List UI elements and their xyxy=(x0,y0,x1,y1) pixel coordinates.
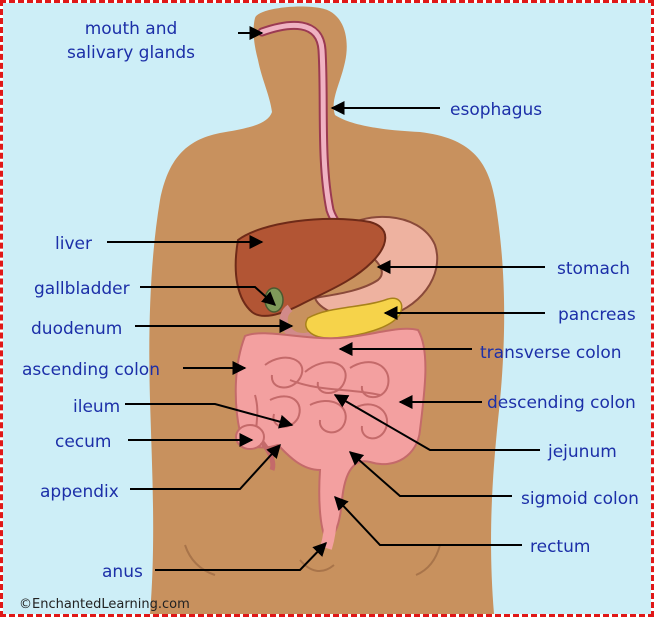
label-gallbladder: gallbladder xyxy=(34,279,130,299)
label-descending-colon: descending colon xyxy=(487,393,636,413)
label-stomach: stomach xyxy=(557,259,630,279)
label-appendix: appendix xyxy=(40,482,119,502)
label-liver: liver xyxy=(55,234,92,254)
label-rectum: rectum xyxy=(530,537,590,557)
gallbladder-organ xyxy=(265,288,283,312)
rectum-organ xyxy=(326,500,331,548)
label-esophagus: esophagus xyxy=(450,100,542,120)
label-anus: anus xyxy=(102,562,143,582)
label-ileum: ileum xyxy=(73,397,120,417)
digestive-system-illustration xyxy=(3,3,651,614)
label-jejunum: jejunum xyxy=(548,442,617,462)
label-sigmoid-colon: sigmoid colon xyxy=(521,489,639,509)
label-pancreas: pancreas xyxy=(558,305,636,325)
label-mouth-and-salivary-glands: mouth and salivary glands xyxy=(67,17,195,65)
copyright-credit: ©EnchantedLearning.com xyxy=(19,597,190,612)
label-duodenum: duodenum xyxy=(31,319,122,339)
label-transverse-colon: transverse colon xyxy=(480,343,622,363)
label-cecum: cecum xyxy=(55,432,112,452)
cecum-organ xyxy=(236,425,264,449)
label-ascending-colon: ascending colon xyxy=(22,360,160,380)
